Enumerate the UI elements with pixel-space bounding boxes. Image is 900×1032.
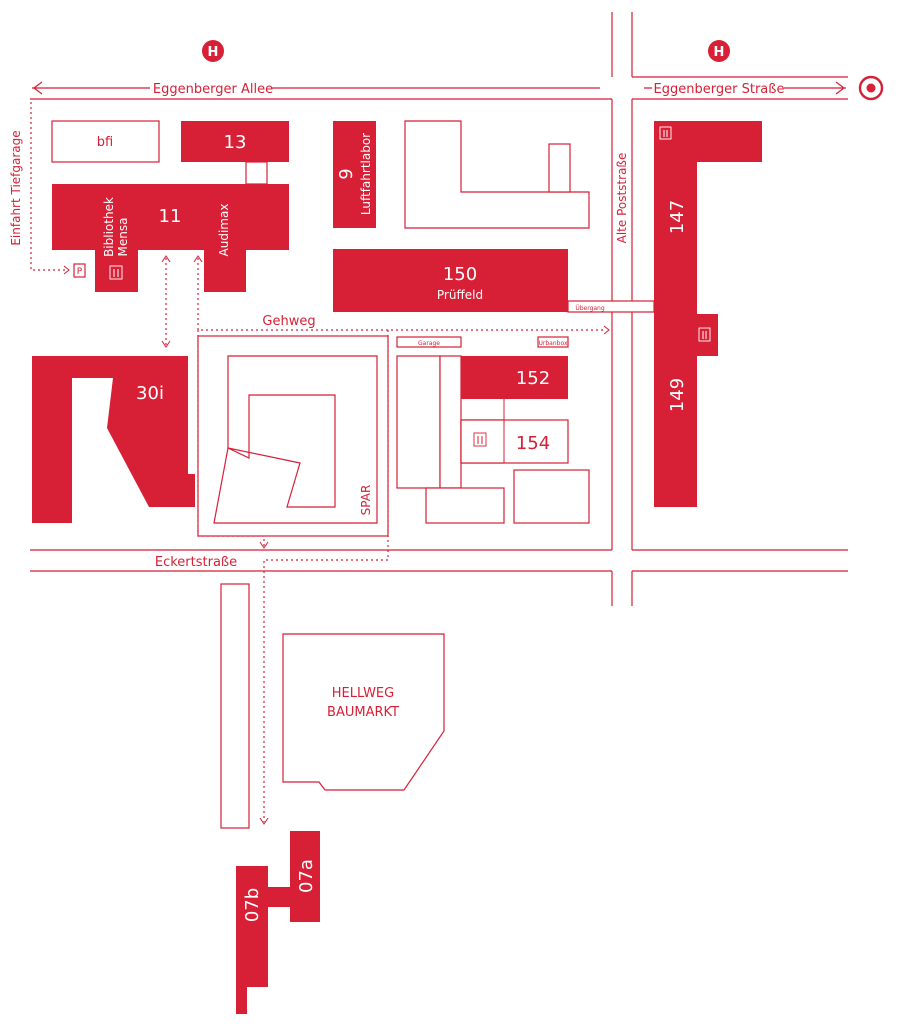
building-outline-south-strip	[220, 583, 250, 829]
bus-stop-label: H	[208, 45, 219, 60]
arrow-right-icon	[63, 265, 70, 275]
restaurant-icon	[698, 327, 711, 342]
building-07a-07b	[236, 831, 320, 1014]
spar-label: SPAR	[359, 485, 373, 516]
building-outline-complex	[404, 120, 590, 229]
restaurant-icon	[109, 265, 123, 280]
building-label-13: 13	[224, 132, 247, 153]
building-9	[333, 121, 376, 228]
building-label-luftfahrtlabor: Luftfahrtlabor	[359, 133, 373, 215]
building-spar-complex	[213, 355, 378, 524]
building-label-baumarkt: BAUMARKT	[327, 705, 399, 720]
building-bfi	[51, 120, 160, 163]
arrow-left-icon	[33, 81, 43, 95]
building-outline-annex	[548, 143, 571, 193]
uebergang-label: Übergang	[575, 305, 605, 312]
parking-icon: P	[73, 263, 86, 278]
building-outline-cluster-1	[439, 355, 462, 489]
connector-13-11	[245, 161, 268, 185]
building-outline-garage	[396, 355, 441, 489]
street-label-eggenberger-allee: Eggenberger Allee	[153, 82, 273, 97]
garage-tag	[396, 336, 462, 348]
restaurant-icon	[659, 126, 672, 140]
arrow-right-icon	[835, 81, 845, 95]
building-label-9: 9	[336, 168, 357, 179]
restaurant-icon	[473, 432, 487, 447]
building-label-mensa: Mensa	[116, 218, 130, 257]
building-label-bfi: bfi	[97, 135, 113, 150]
building-13	[181, 121, 289, 162]
building-hellweg-baumarkt	[282, 633, 445, 791]
svg-text:P: P	[77, 267, 83, 277]
building-outline-urbanbox	[513, 469, 590, 524]
urbanbox-tag	[537, 336, 569, 348]
building-11	[52, 184, 289, 292]
destination-target-icon	[858, 75, 884, 101]
street-label-eggenberger-strasse: Eggenberger Straße	[654, 82, 785, 97]
path-label-gehweg: Gehweg	[262, 314, 315, 329]
building-label-07a: 07a	[296, 859, 317, 893]
building-label-147: 147	[667, 200, 688, 234]
building-152	[461, 356, 568, 399]
building-outline-cluster-2	[425, 487, 505, 524]
bus-stop-label: H	[714, 45, 725, 60]
building-label-150: 150	[443, 264, 477, 285]
arrow-right-icon	[603, 325, 610, 335]
street-label-alte-poststrasse: Alte Poststraße	[615, 153, 629, 244]
building-label-bibliothek: Bibliothek	[102, 197, 116, 257]
building-label-hellweg: HELLWEG	[332, 686, 394, 701]
garage-label: Garage	[418, 340, 440, 347]
bus-stop-icon: H	[708, 40, 730, 62]
arrow-up-icon	[193, 255, 203, 263]
bus-stop-icon: H	[202, 40, 224, 62]
building-label-audimax: Audimax	[217, 204, 231, 257]
arrow-down-icon	[259, 817, 269, 825]
urbanbox-label: Urbanbox	[539, 340, 568, 347]
building-label-30i: 30i	[136, 383, 164, 404]
building-label-prueffeld: Prüffeld	[437, 288, 483, 302]
building-label-149: 149	[667, 378, 688, 412]
building-154	[460, 419, 569, 464]
building-30i	[32, 356, 195, 523]
path-label-einfahrt-tiefgarage: Einfahrt Tiefgarage	[9, 130, 23, 245]
building-150	[333, 249, 568, 312]
eggenberger-allee-arrow	[32, 81, 600, 95]
road-network	[30, 12, 848, 606]
building-label-07b: 07b	[242, 888, 263, 922]
building-label-154: 154	[516, 433, 550, 454]
arrow-down-icon	[259, 541, 269, 549]
building-147-149	[654, 121, 762, 507]
building-label-152: 152	[516, 368, 550, 389]
arrow-down-icon	[161, 340, 171, 348]
arrow-up-icon	[161, 255, 171, 263]
street-label-eckertstrasse: Eckertstraße	[155, 555, 237, 570]
building-label-11: 11	[159, 206, 182, 227]
